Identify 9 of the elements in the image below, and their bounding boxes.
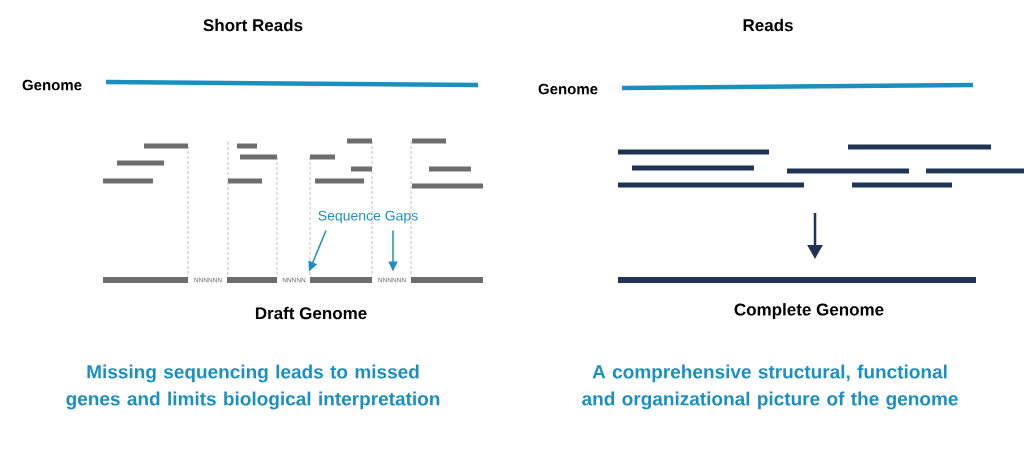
genome-label: Complete Genome (734, 303, 884, 319)
genome-label: Draft Genome (255, 306, 367, 320)
caption-text: Missing sequencing leads to missed genes and limits biological interpretation (66, 364, 440, 410)
row-label: Genome (22, 79, 82, 91)
section-title: Reads (743, 18, 793, 32)
caption-text: A comprehensive structural, functional and organizational picture of the genome (582, 364, 958, 410)
callout-text: Sequence Gaps (318, 210, 418, 224)
section-title: Short Reads (203, 18, 303, 32)
row-label: Genome (538, 83, 598, 95)
